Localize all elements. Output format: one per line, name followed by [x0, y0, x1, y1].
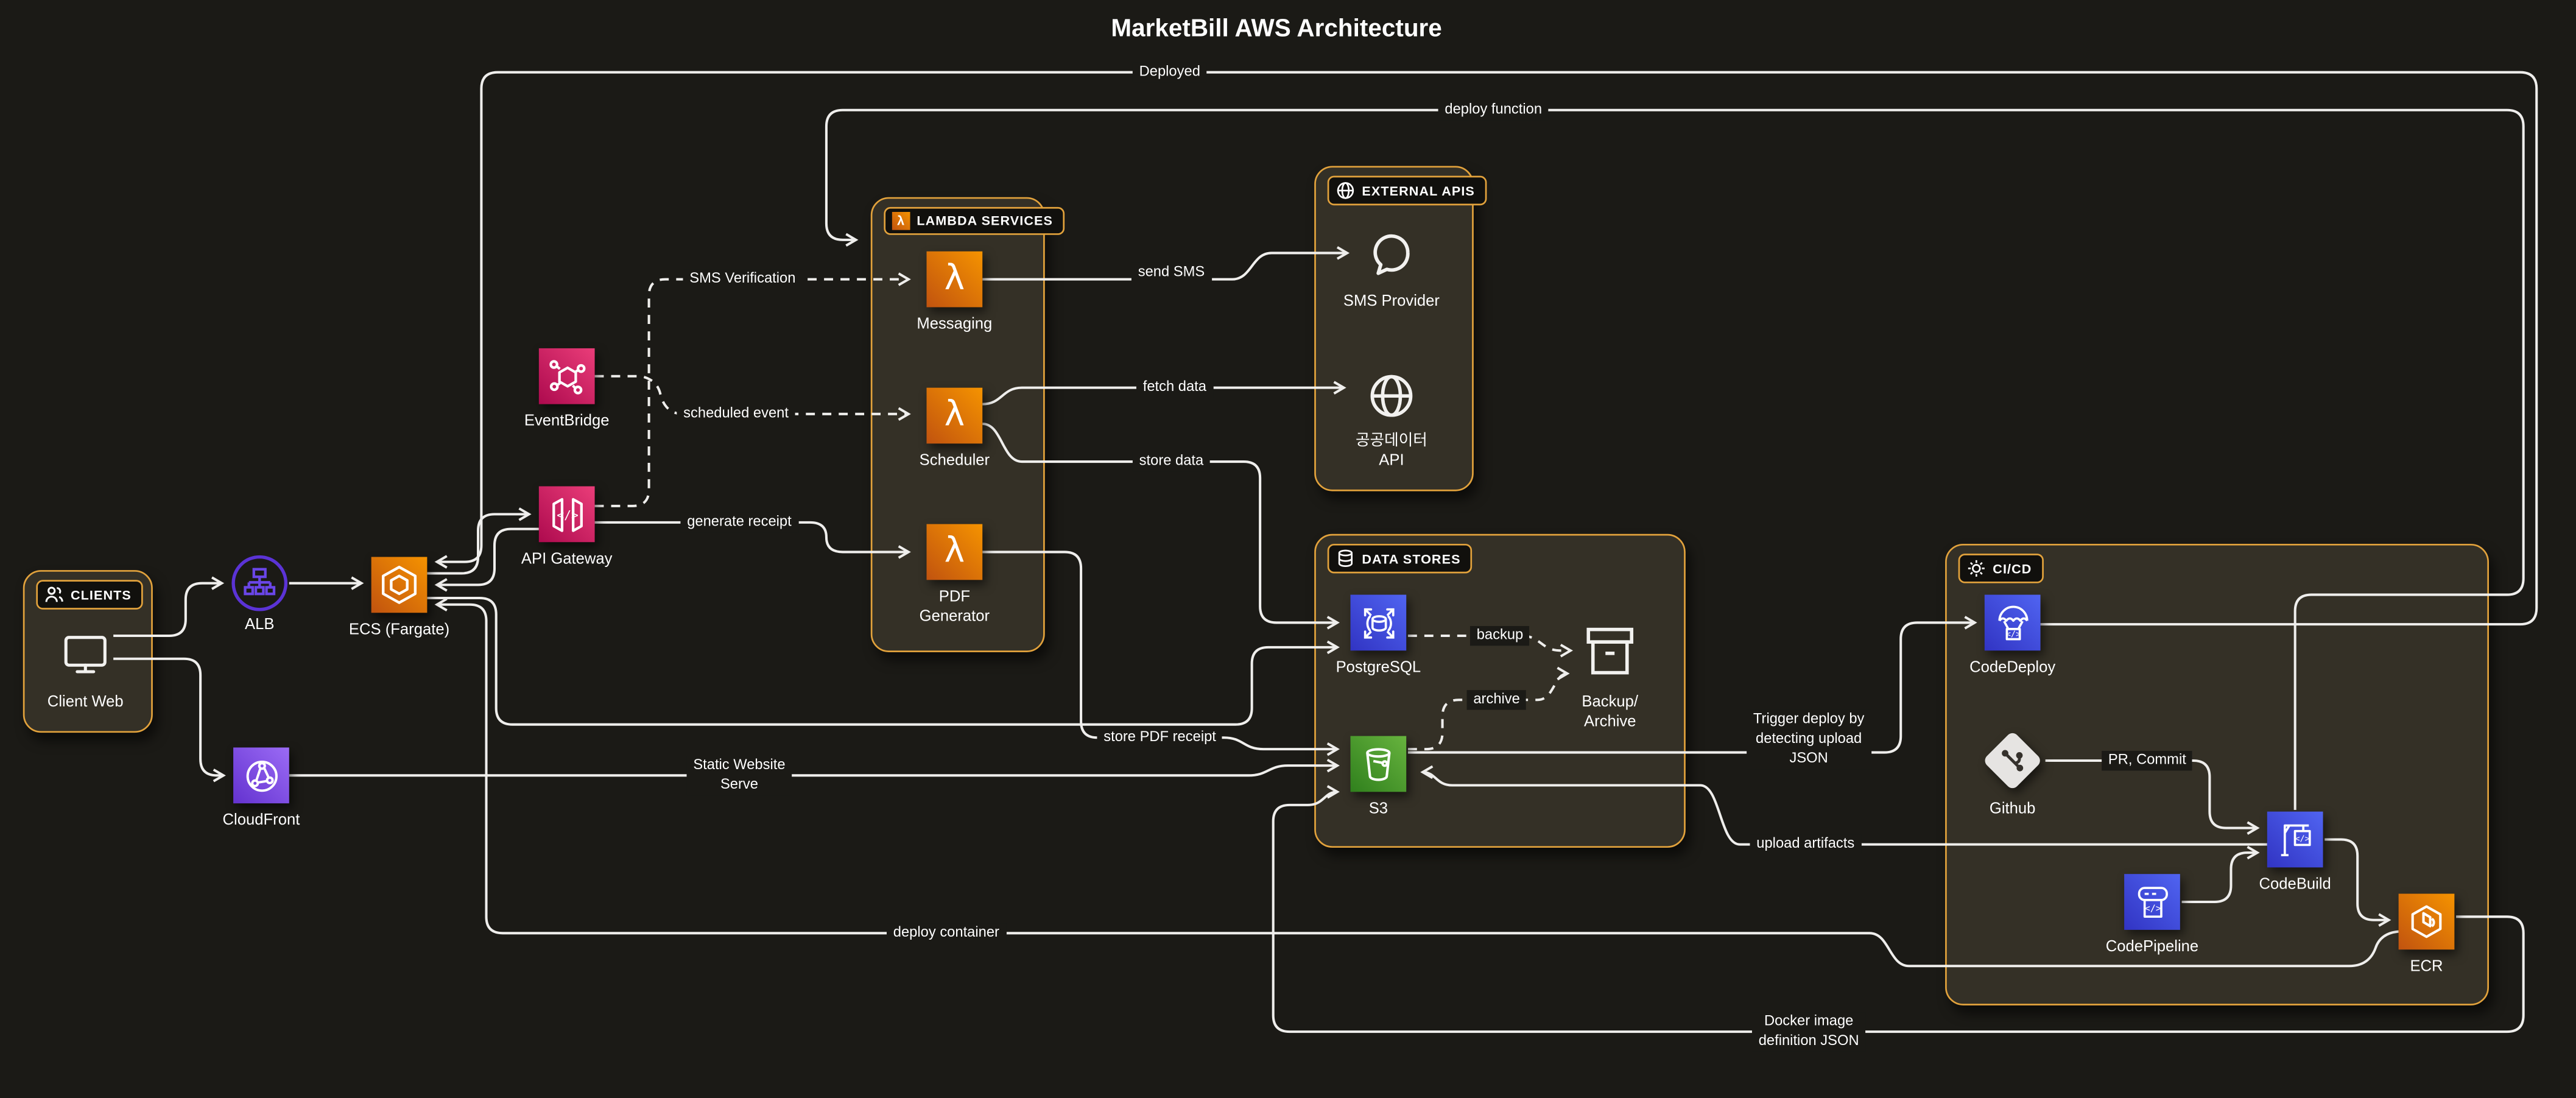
group-lambda-header: λ LAMBDA SERVICES: [884, 206, 1065, 235]
svg-text:</>: </>: [556, 507, 578, 521]
edge-label-deploy-container: deploy container: [886, 923, 1006, 943]
load-balancer-icon: [231, 555, 288, 611]
node-label: 공공데이터 API: [1355, 432, 1427, 470]
eventbridge-icon: [538, 348, 595, 404]
node-alb: ALB: [231, 555, 288, 634]
svg-text:</>: </>: [2144, 902, 2160, 913]
edge-label-static-website-serve: Static Website Serve: [686, 756, 792, 795]
node-github: Github: [1981, 730, 2044, 818]
group-datastores-title: DATA STORES: [1362, 551, 1461, 566]
globe-icon: [1360, 365, 1423, 428]
edge-label-trigger-deploy: Trigger deploy by detecting upload JSON: [1747, 709, 1871, 769]
node-label: Scheduler: [919, 451, 990, 470]
node-label: SMS Provider: [1343, 292, 1440, 311]
group-cicd-title: CI/CD: [1993, 561, 2032, 576]
edge-label-scheduled-event: scheduled event: [677, 404, 795, 424]
node-codebuild: </> CodeBuild: [2259, 811, 2331, 894]
users-icon: [45, 586, 63, 602]
codepipeline-icon: </>: [2124, 874, 2180, 930]
edge-label-backup: backup: [1469, 625, 1530, 646]
node-label: Messaging: [917, 315, 993, 334]
edge-label-send-sms: send SMS: [1131, 262, 1212, 283]
api-gateway-icon: </>: [538, 486, 595, 543]
node-label: Github: [1989, 800, 2036, 818]
group-clients-title: CLIENTS: [71, 587, 132, 602]
edge-sms-verification: [594, 272, 911, 507]
node-messaging: λ Messaging: [917, 251, 992, 334]
chat-bubble-icon: [1362, 225, 1421, 284]
edge-label-upload-artifacts: upload artifacts: [1750, 834, 1862, 854]
node-ecr: ECR: [2398, 893, 2455, 976]
ecs-icon: [371, 557, 428, 613]
edge-label-generate-receipt: generate receipt: [680, 512, 798, 532]
node-scheduler: λ Scheduler: [920, 387, 990, 470]
node-pdf-generator: λ PDF Generator: [920, 524, 990, 625]
node-label: ALB: [244, 616, 275, 635]
rds-database-icon: [1350, 594, 1407, 651]
group-external-title: EXTERNAL APIS: [1362, 183, 1475, 199]
svg-text:</>: </>: [2005, 628, 2020, 638]
cloudfront-icon: [233, 747, 289, 804]
codedeploy-icon: </>: [1984, 594, 2041, 651]
github-icon: [1981, 730, 2044, 792]
node-codepipeline: </> CodePipeline: [2106, 874, 2198, 956]
database-icon: [1338, 549, 1353, 567]
node-ecs-fargate: ECS (Fargate): [349, 557, 449, 639]
node-label: CodeDeploy: [1969, 658, 2056, 677]
edge-label-store-pdf-receipt: store PDF receipt: [1097, 728, 1223, 748]
node-label: PDF Generator: [919, 588, 990, 626]
node-label: Client Web: [47, 693, 124, 712]
lambda-icon: λ: [926, 251, 983, 308]
node-sms-provider: SMS Provider: [1343, 225, 1440, 311]
monitor-icon: [57, 626, 113, 682]
edge-label-archive: archive: [1466, 690, 1527, 710]
edge-static-website-serve: [289, 758, 1340, 777]
diagram-title: MarketBill AWS Architecture: [1111, 15, 1442, 43]
node-backup-archive: Backup/ Archive: [1580, 621, 1639, 731]
edge-label-fetch-data: fetch data: [1136, 378, 1213, 398]
node-label: ECR: [2410, 957, 2443, 976]
edge-label-store-data: store data: [1132, 452, 1211, 472]
node-cloudfront: CloudFront: [223, 747, 300, 829]
node-label: CloudFront: [222, 811, 300, 830]
lambda-icon: λ: [926, 524, 983, 580]
node-label: API Gateway: [521, 550, 613, 569]
lambda-icon: λ: [926, 387, 983, 444]
node-client-web: Client Web: [48, 626, 124, 711]
node-public-data-api: 공공데이터 API: [1356, 365, 1427, 470]
codebuild-icon: </>: [2267, 811, 2323, 868]
node-postgresql: PostgreSQL: [1336, 594, 1421, 677]
ecr-icon: [2398, 893, 2455, 950]
lambda-icon: λ: [892, 212, 910, 230]
globe-icon: [1337, 182, 1354, 199]
edge-label-pr-commit: PR, Commit: [2102, 751, 2193, 771]
node-label: Backup/ Archive: [1582, 693, 1639, 731]
gear-icon: [1968, 560, 1985, 577]
edge-label-deployed: Deployed: [1132, 62, 1207, 82]
edge-label-deploy-function: deploy function: [1438, 100, 1549, 120]
edge-label-sms-verification: SMS Verification: [683, 269, 803, 289]
node-eventbridge: EventBridge: [524, 348, 610, 431]
archive-box-icon: [1580, 621, 1639, 684]
s3-bucket-icon: [1350, 736, 1407, 792]
node-label: CodeBuild: [2259, 875, 2331, 894]
node-label: S3: [1368, 800, 1388, 818]
group-lambda-title: LAMBDA SERVICES: [917, 213, 1053, 228]
node-label: EventBridge: [524, 412, 610, 431]
svg-text:</>: </>: [2294, 833, 2309, 843]
group-clients-header: CLIENTS: [36, 580, 143, 610]
group-cicd-header: CI/CD: [1958, 554, 2044, 583]
node-label: ECS (Fargate): [348, 621, 450, 639]
node-label: CodePipeline: [2105, 938, 2199, 957]
edge-label-docker-image-json: Docker image definition JSON: [1751, 1012, 1866, 1052]
group-external-header: EXTERNAL APIS: [1327, 175, 1487, 206]
node-label: PostgreSQL: [1336, 658, 1421, 677]
node-s3: S3: [1350, 736, 1407, 818]
group-datastores-header: DATA STORES: [1327, 543, 1473, 574]
node-codedeploy: </> CodeDeploy: [1969, 594, 2055, 677]
node-api-gateway: </> API Gateway: [521, 486, 612, 568]
